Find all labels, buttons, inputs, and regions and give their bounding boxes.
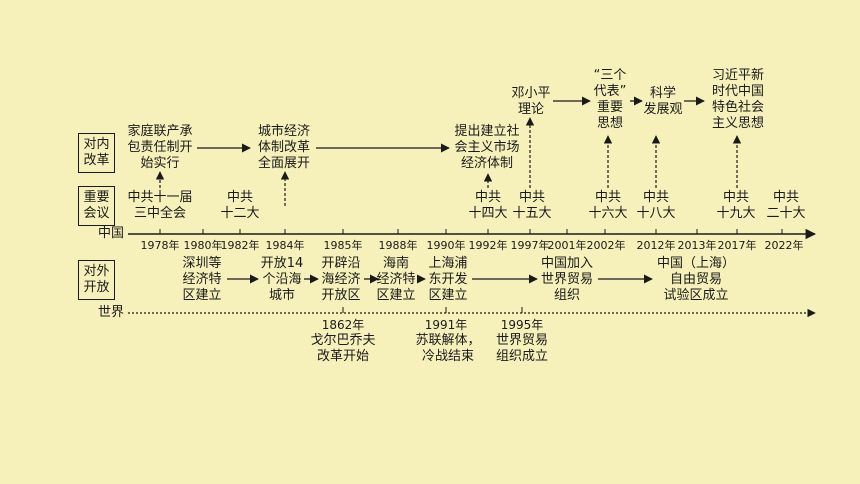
year-label: 2001年 [547,239,587,252]
year-label: 1985年 [323,239,363,252]
opening-shenzhen-sez: 深圳等 经济特 区建立 [182,256,222,303]
year-label: 1997年 [510,239,550,252]
meeting-3rd-plenum-11th: 中共十一届 三中全会 [127,190,193,221]
opening-coastal-economic-zones: 开辟沿 海经济 开放区 [321,256,361,303]
year-label: 1978年 [140,239,180,252]
year-label: 1992年 [468,239,508,252]
meeting-16th-congress: 中共 十六大 [588,190,628,221]
year-label: 2017年 [717,239,757,252]
reform-household-responsibility: 家庭联产承 包责任制开 始实行 [127,124,193,171]
opening-14-coastal-cities: 开放14 个沿海 城市 [260,256,304,303]
year-label: 1982年 [220,239,260,252]
world-year-label: 1995年 [500,318,544,332]
opening-wto-accession: 中国加入 世界贸易 组织 [540,256,593,303]
world-event-gorbachev: 戈尔巴乔夫 改革开始 [310,333,376,364]
theory-xi-jinping-thought: 习近平新 时代中国 特色社会 主义思想 [711,68,764,131]
meeting-12th-congress: 中共 十二大 [220,190,260,221]
reform-urban-economy: 城市经济 体制改革 全面展开 [257,124,310,171]
world-axis-ticks [342,307,523,313]
opening-shanghai-ftz: 中国（上海） 自由贸易 试验区成立 [656,256,735,303]
reform-socialist-market-economy: 提出建立社 会主义市场 经济体制 [454,124,520,171]
row-label-meetings: 重要 会议 [78,186,115,226]
year-label: 1984年 [265,239,305,252]
year-label: 2012年 [636,239,676,252]
theory-scientific-development: 科学 发展观 [643,86,683,117]
year-label: 1988年 [378,239,418,252]
year-label: 2022年 [764,239,804,252]
year-label: 2013年 [677,239,717,252]
world-event-wto-founded: 世界贸易 组织成立 [495,333,548,364]
year-label: 1980年 [183,239,223,252]
world-year-label: 1862年 [321,318,365,332]
world-event-ussr-dissolution: 苏联解体， 冷战结束 [415,333,481,364]
year-label: 2002年 [586,239,626,252]
meeting-20th-congress: 中共 二十大 [766,190,806,221]
opening-hainan-sez: 海南 经济特 区建立 [376,256,416,303]
opening-pudong: 上海浦 东开发 区建立 [428,256,468,303]
theory-three-represents: “三个 代表” 重要 思想 [593,68,627,131]
meeting-14th-congress: 中共 十四大 [468,190,508,221]
theory-deng-xiaoping: 邓小平 理论 [511,86,551,117]
row-label-domestic: 对内 改革 [78,133,115,173]
world-year-label: 1991年 [424,318,468,332]
meeting-18th-congress: 中共 十八大 [636,190,676,221]
row-label-opening: 对外 开放 [78,260,115,300]
china-axis-label: 中国 [98,226,125,241]
year-label: 1990年 [426,239,466,252]
meeting-19th-congress: 中共 十九大 [716,190,756,221]
meeting-15th-congress: 中共 十五大 [512,190,552,221]
world-axis-label: 世界 [98,305,125,320]
china-axis-ticks [159,229,783,234]
